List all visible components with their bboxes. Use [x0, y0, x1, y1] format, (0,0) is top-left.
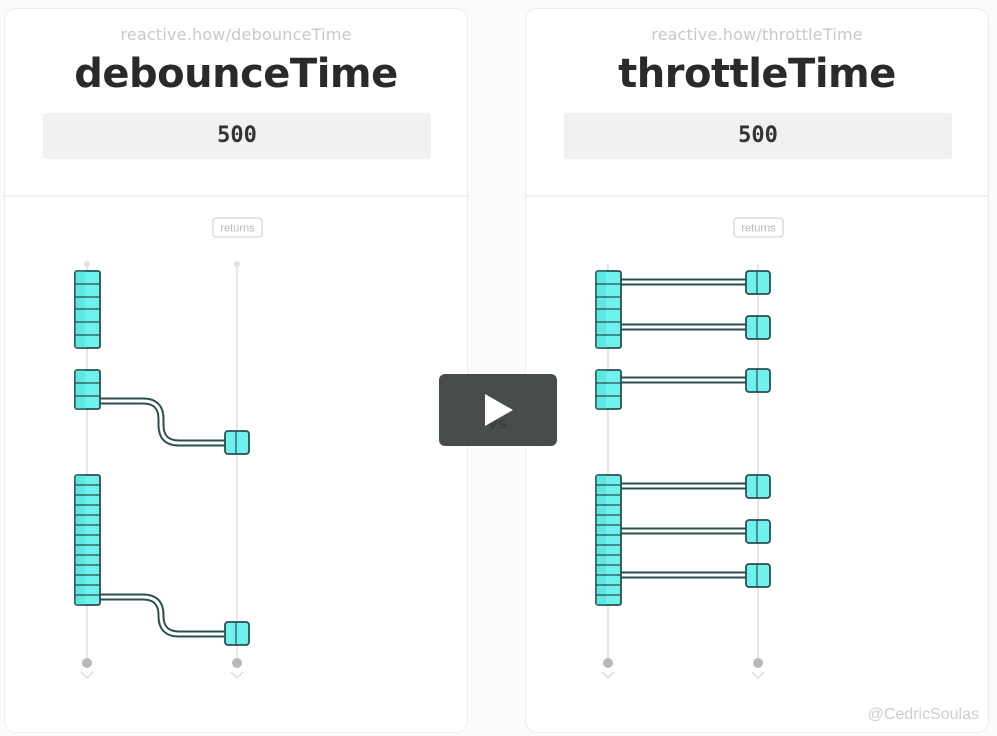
- timeline-end-dot: [753, 658, 763, 668]
- timeline-start-dot: [84, 261, 90, 267]
- output-marble: [745, 474, 771, 499]
- returns-badge: [212, 217, 263, 238]
- marble-group: [74, 474, 101, 606]
- marble-group: [74, 270, 101, 349]
- output-marble: [745, 563, 771, 588]
- connector-2: [95, 593, 229, 638]
- output-marble: [224, 621, 250, 646]
- timeline-start-dot: [234, 261, 240, 267]
- duration-value: 500: [564, 113, 952, 159]
- marble-group: [595, 369, 622, 410]
- url-label[interactable]: reactive.how/throttleTime: [651, 25, 863, 44]
- timeline-arrow-icon: [80, 671, 94, 680]
- marble-diagram: returns: [74, 217, 263, 680]
- marble-diagram: returns: [595, 217, 784, 680]
- operator-title: debounceTime: [74, 51, 398, 97]
- timeline-arrow-icon: [751, 671, 765, 680]
- output-marble: [745, 519, 771, 544]
- duration-value: 500: [43, 113, 431, 159]
- timeline-end-dot: [232, 658, 242, 668]
- play-icon: [485, 394, 513, 426]
- panel-throttle: reactive.how/throttleTime throttleTime 5…: [525, 8, 989, 733]
- marble-group: [595, 474, 622, 606]
- timeline-end-dot: [82, 658, 92, 668]
- timeline-arrow-icon: [601, 671, 615, 680]
- output-marble: [745, 270, 771, 295]
- output-marble: [745, 368, 771, 393]
- timeline-arrow-icon: [230, 671, 244, 680]
- operator-title: throttleTime: [618, 51, 896, 97]
- returns-label: returns: [741, 223, 776, 235]
- returns-badge: [733, 217, 784, 238]
- play-button[interactable]: [439, 374, 557, 446]
- panel-debounce: reactive.how/debounceTime debounceTime 5…: [4, 8, 468, 733]
- connector-1: [95, 397, 229, 447]
- author-credit: @CedricSoulas: [867, 706, 979, 723]
- panel-header: reactive.how/debounceTime debounceTime 5…: [5, 9, 467, 197]
- output-marble: [745, 315, 771, 340]
- output-marble: [224, 430, 250, 455]
- marble-group: [74, 369, 101, 410]
- url-label[interactable]: reactive.how/debounceTime: [120, 25, 352, 44]
- connectors: [616, 278, 752, 579]
- timeline-end-dot: [603, 658, 613, 668]
- panel-header: reactive.how/throttleTime throttleTime 5…: [526, 9, 988, 197]
- marble-group: [595, 270, 622, 349]
- returns-label: returns: [220, 223, 255, 235]
